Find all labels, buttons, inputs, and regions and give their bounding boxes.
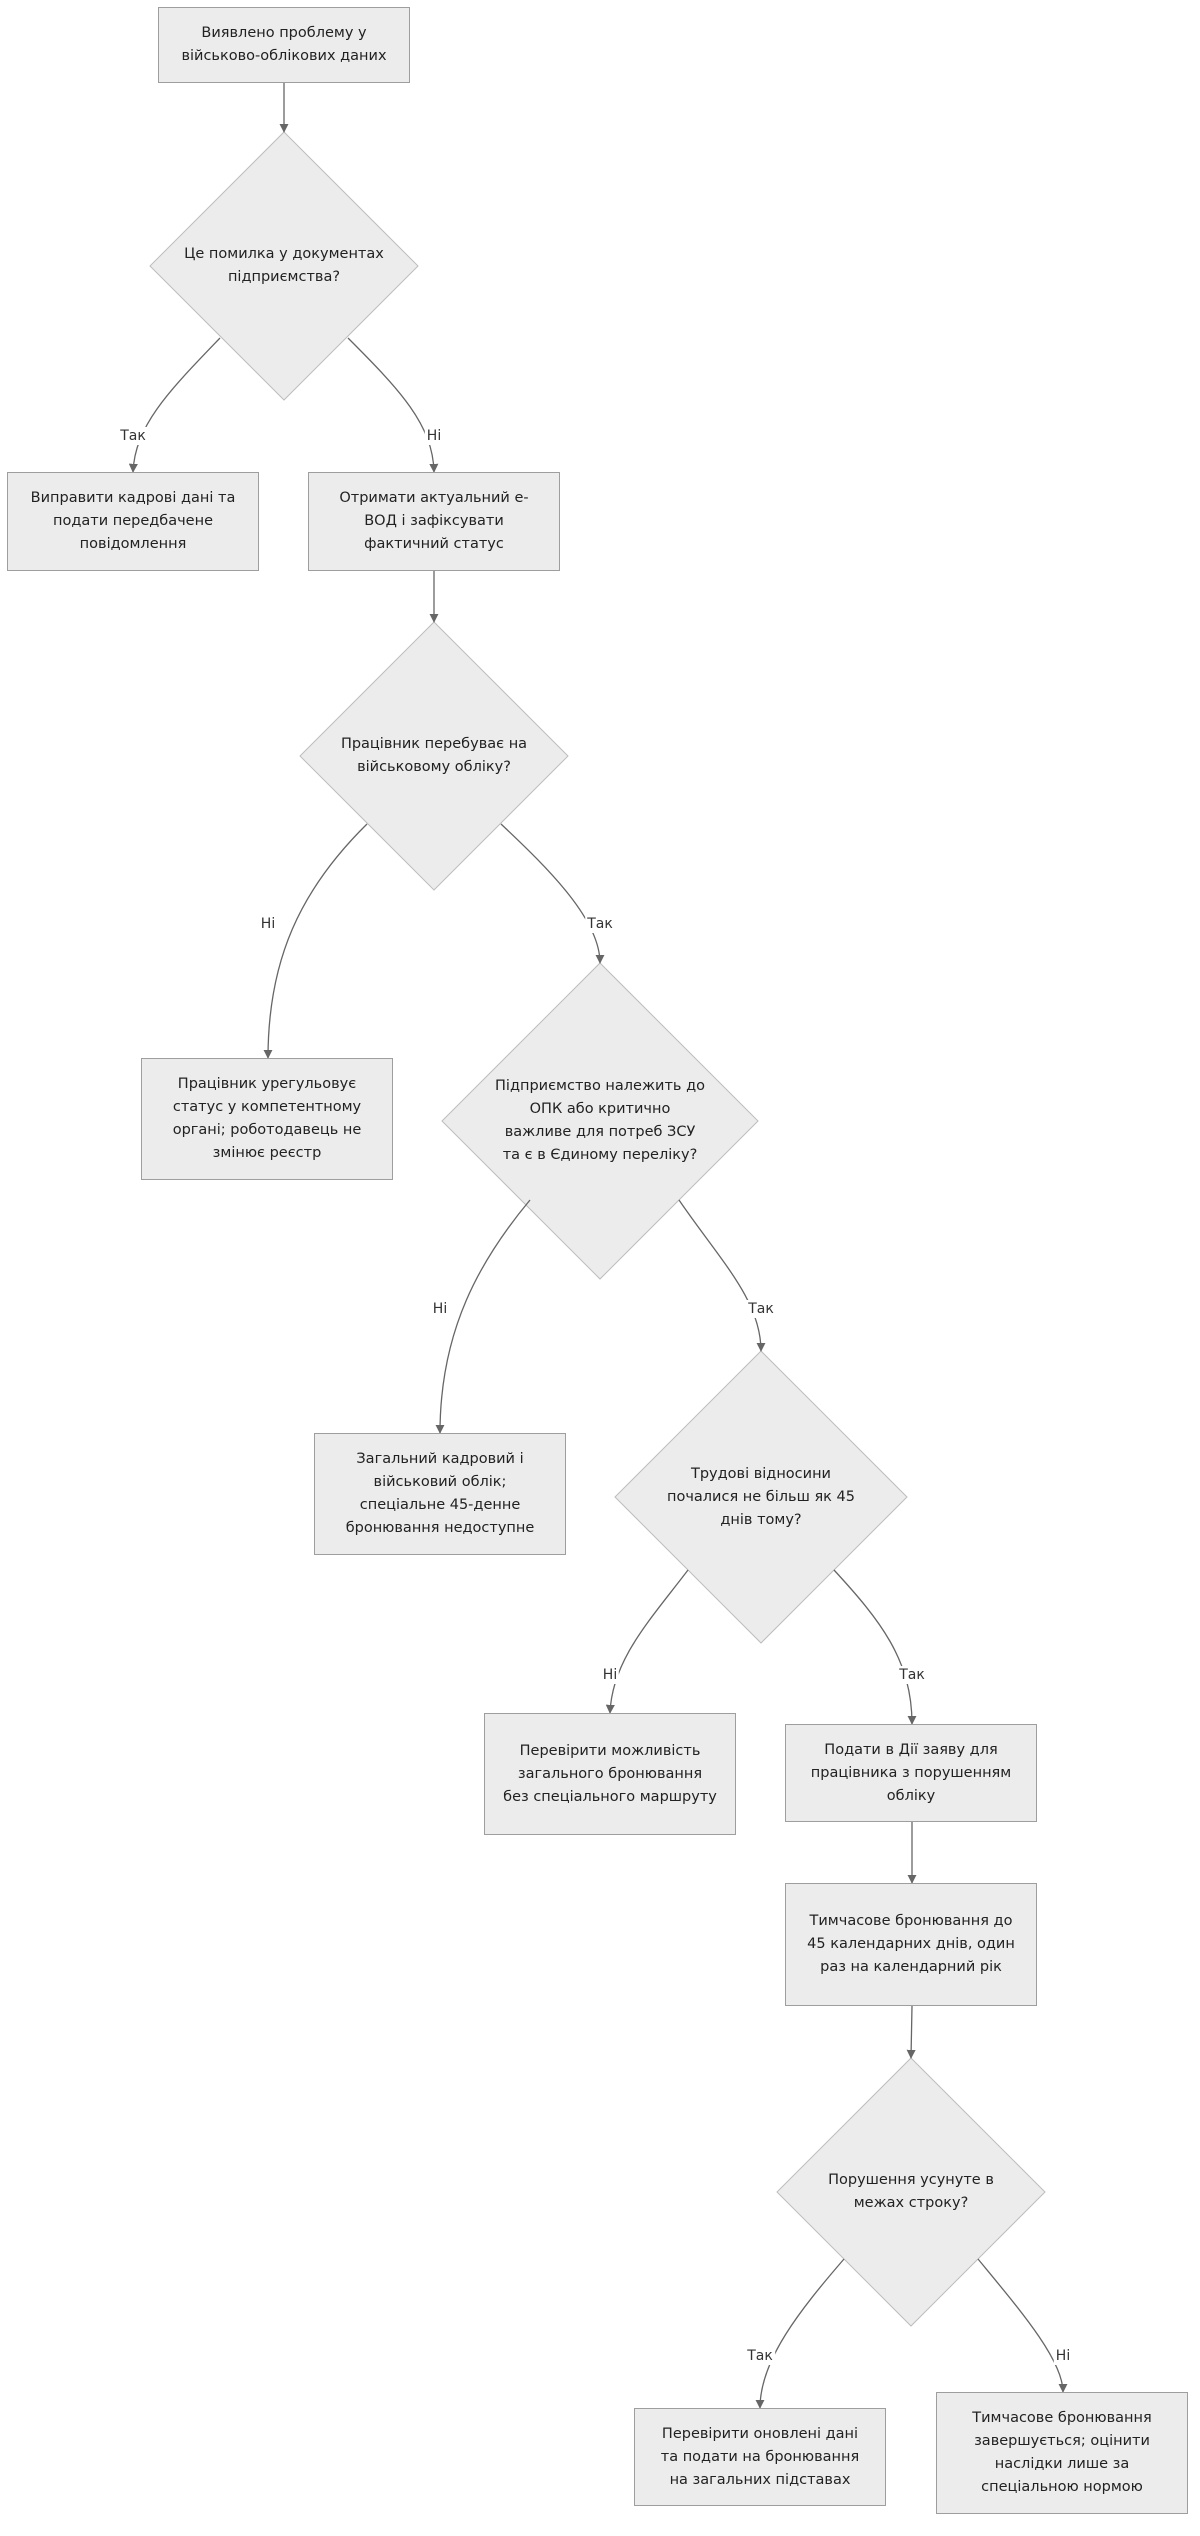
edge-q2-no xyxy=(263,823,368,1059)
node-fix-hr: Виправити кадрові дані та подати передба… xyxy=(7,472,259,571)
decision-company-docs-shape xyxy=(149,131,419,401)
node-check-general: Перевірити можливість загального бронюва… xyxy=(484,1713,736,1835)
edge-label-yes: Так xyxy=(118,427,148,445)
edge-q2-yes xyxy=(500,823,605,964)
edge-label-yes: Так xyxy=(897,1666,927,1684)
node-temp-booking: Тимчасове бронювання до 45 календарних д… xyxy=(785,1883,1037,2006)
edge-label-no: Ні xyxy=(424,427,444,445)
node-general-hr: Загальний кадровий і військовий облік; с… xyxy=(314,1433,566,1555)
node-get-evod: Отримати актуальний е-ВОД і зафіксувати … xyxy=(308,472,560,571)
edge-q3-no xyxy=(435,1199,531,1434)
node-check-updated: Перевірити оновлені дані та подати на бр… xyxy=(634,2408,886,2506)
edge-q3-yes xyxy=(678,1199,766,1352)
edge-q1-yes xyxy=(128,337,221,473)
decision-opk: Підприємство належить до ОПК або критичн… xyxy=(495,1078,705,1163)
decision-on-register-shape xyxy=(299,621,569,891)
decision-45-days: Трудові відносини почалися не більш як 4… xyxy=(666,1465,855,1528)
node-booking-ends: Тимчасове бронювання завершується; оціни… xyxy=(936,2392,1188,2514)
edge-label-no: Ні xyxy=(600,1666,620,1684)
edge-label-no: Ні xyxy=(258,915,278,933)
decision-fixed: Порушення усунуте в межах строку? xyxy=(828,2172,994,2211)
edge-label-yes: Так xyxy=(745,2347,775,2365)
edge-booking-to-q5 xyxy=(906,2005,916,2059)
edge-label-yes: Так xyxy=(746,1300,776,1318)
edge-q1-no xyxy=(347,337,439,473)
node-apply-diia: Подати в Дії заяву для працівника з пору… xyxy=(785,1724,1037,1822)
edge-q5-no xyxy=(977,2258,1068,2393)
decision-on-register: Працівник перебуває на військовому облік… xyxy=(340,736,528,775)
edge-q4-no xyxy=(605,1569,689,1714)
edge-label-no: Ні xyxy=(1053,2347,1073,2365)
edge-q5-yes xyxy=(755,2258,845,2409)
node-start: Виявлено проблему у військово-облікових … xyxy=(158,7,410,83)
edge-q4-yes xyxy=(833,1569,917,1725)
edge-label-yes: Так xyxy=(585,915,615,933)
edge-label-no: Ні xyxy=(430,1300,450,1318)
node-employee-settles: Працівник урегульовує статус у компетент… xyxy=(141,1058,393,1180)
decision-company-docs: Це помилка у документах підприємства? xyxy=(184,246,384,285)
